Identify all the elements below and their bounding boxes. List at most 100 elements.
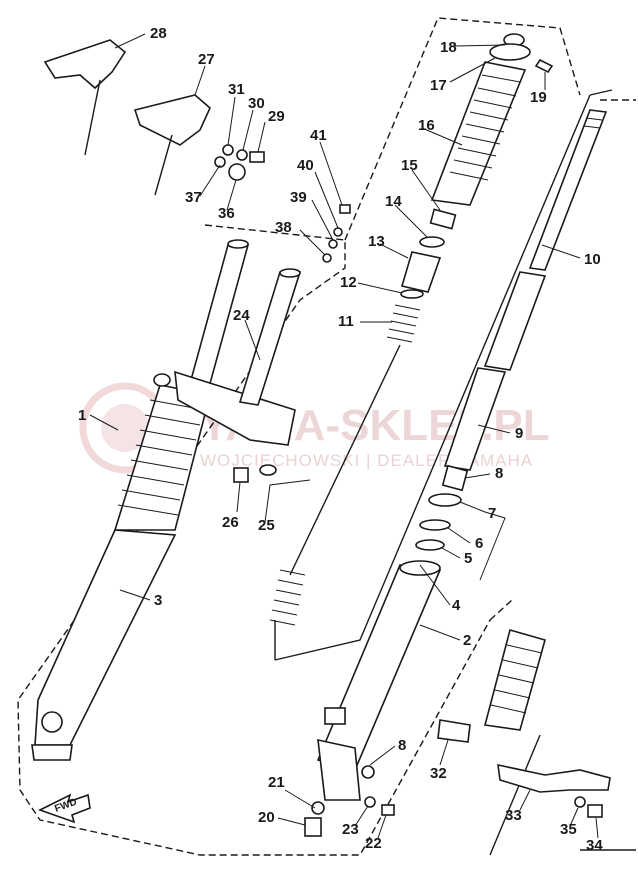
bracket-bolt-left bbox=[153, 373, 171, 387]
part-label-24: 23 bbox=[342, 821, 359, 838]
frame-lines bbox=[274, 89, 636, 856]
fwd-arrow: FWD bbox=[37, 793, 91, 824]
ring-18 bbox=[489, 43, 531, 61]
leader-23 bbox=[377, 814, 387, 839]
part-label-29: 28 bbox=[150, 25, 167, 42]
leader-35 bbox=[595, 817, 599, 839]
leader-15 bbox=[394, 204, 429, 239]
part-label-6: 6 bbox=[475, 535, 483, 552]
stem-top bbox=[279, 268, 301, 278]
leader-31 bbox=[242, 109, 254, 151]
bolt-42 bbox=[339, 204, 351, 214]
upper-right-group-outline bbox=[344, 17, 581, 241]
part-label-39: 38 bbox=[275, 219, 292, 236]
part-label-20: 19 bbox=[530, 89, 547, 106]
leader-21 bbox=[277, 817, 306, 826]
leader-41 bbox=[314, 171, 339, 229]
under-bracket bbox=[174, 370, 296, 446]
part-label-2: 2 bbox=[463, 632, 471, 649]
ring-15 bbox=[419, 236, 445, 248]
tube-frame-top bbox=[589, 89, 613, 96]
part-label-12: 11 bbox=[338, 313, 354, 330]
small-hardware bbox=[322, 204, 351, 263]
handlebar-holder-29 bbox=[43, 39, 127, 90]
right-inner-tube bbox=[304, 109, 608, 837]
washer-41 bbox=[333, 227, 343, 237]
washer-38 bbox=[214, 156, 226, 168]
part-label-4: 4 bbox=[452, 597, 461, 614]
leader-28 bbox=[194, 65, 206, 96]
leader-lines bbox=[89, 33, 599, 839]
part-label-34: 33 bbox=[505, 807, 522, 824]
part-label-25: 24 bbox=[233, 307, 250, 324]
leader-38 bbox=[199, 164, 221, 197]
boot-17 bbox=[430, 61, 527, 206]
spring-12-upper bbox=[386, 304, 421, 343]
part-label-14: 13 bbox=[368, 233, 385, 250]
leader-39 bbox=[299, 229, 326, 256]
watermark-tagline: WOJCIECHOWSKI | DEALER YAMAHA bbox=[200, 451, 533, 470]
leader-36 bbox=[569, 807, 579, 827]
part-label-22: 21 bbox=[268, 774, 285, 791]
washer-40 bbox=[328, 239, 338, 249]
right-boot-stack bbox=[400, 33, 554, 299]
bolt-23 bbox=[381, 804, 395, 816]
part-label-16: 15 bbox=[401, 157, 418, 174]
group-outlines bbox=[17, 17, 636, 856]
steering-stem bbox=[238, 271, 302, 406]
part-label-3: 3 bbox=[154, 592, 162, 609]
part-label-19: 18 bbox=[440, 39, 457, 56]
cap-axle bbox=[324, 707, 346, 725]
leader-30 bbox=[257, 121, 266, 153]
leader-16 bbox=[411, 169, 441, 211]
leader-9 bbox=[464, 473, 491, 479]
lower-group-outline bbox=[489, 599, 513, 621]
left-boot-ribs bbox=[117, 399, 206, 516]
boot-frame bbox=[489, 734, 541, 856]
leader-19 bbox=[454, 44, 506, 47]
fwd-arrow-shape bbox=[37, 793, 91, 824]
part-label-41: 40 bbox=[297, 157, 314, 174]
leader-37 bbox=[226, 179, 237, 211]
leader-24 bbox=[354, 805, 369, 827]
leader-25 bbox=[244, 319, 261, 361]
washer-31 bbox=[236, 149, 248, 161]
leader-1 bbox=[89, 414, 119, 431]
part-label-35: 34 bbox=[586, 837, 603, 854]
outer-tube-foot bbox=[317, 738, 361, 801]
part-label-17: 16 bbox=[418, 117, 435, 134]
leader-29 bbox=[114, 33, 146, 49]
part-label-32: 31 bbox=[228, 81, 245, 98]
part-label-23: 22 bbox=[365, 835, 382, 852]
part-label-11: 10 bbox=[584, 251, 601, 268]
part-label-42: 41 bbox=[310, 127, 327, 144]
left-axle-boss bbox=[41, 711, 63, 733]
left-tube-top bbox=[227, 239, 249, 249]
seal-7 bbox=[428, 493, 462, 507]
leader-33 bbox=[439, 739, 449, 766]
leader-14 bbox=[379, 243, 409, 259]
boot-17-ribs bbox=[449, 74, 521, 181]
spacer-upper bbox=[483, 271, 547, 371]
part-label-9: 8 bbox=[495, 465, 503, 482]
lower-bracket bbox=[153, 268, 302, 483]
leader-32 bbox=[227, 96, 236, 146]
part-label-27: 26 bbox=[222, 514, 239, 531]
left-fork-leg bbox=[31, 239, 250, 761]
bracket-clamp bbox=[259, 464, 277, 476]
inner-tube-11 bbox=[528, 109, 608, 271]
spring-lower bbox=[269, 569, 306, 626]
top-bracket-parts bbox=[43, 39, 265, 196]
leader-3 bbox=[119, 589, 151, 601]
leader-7 bbox=[459, 501, 506, 581]
part-label-13: 12 bbox=[340, 274, 357, 291]
part-label-18: 17 bbox=[430, 77, 447, 94]
boot-lower-ribs bbox=[490, 644, 543, 714]
leader-6 bbox=[447, 527, 471, 544]
washer-5 bbox=[415, 539, 445, 551]
part-label-33: 32 bbox=[430, 765, 447, 782]
leader-10 bbox=[477, 424, 511, 434]
bolt-30 bbox=[249, 151, 265, 163]
damper-37 bbox=[228, 163, 246, 181]
